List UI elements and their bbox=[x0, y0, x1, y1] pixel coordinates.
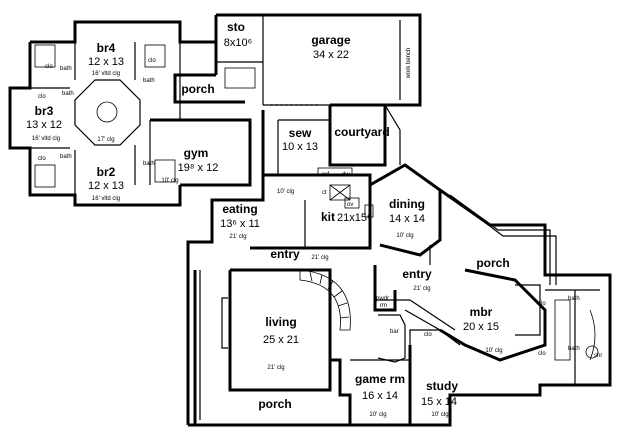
room-eating-ceiling: 21' clg bbox=[229, 234, 246, 240]
room-living-ceiling: 21' clg bbox=[267, 365, 284, 371]
room-gym-name: gym bbox=[184, 146, 209, 160]
clo-label: clo bbox=[38, 94, 46, 100]
room-porch-bottom-name: porch bbox=[258, 397, 291, 411]
bath-label: bath bbox=[60, 66, 72, 72]
room-gym-ceiling: 10' clg bbox=[161, 178, 178, 184]
clo-label: clo bbox=[538, 301, 546, 307]
staircase bbox=[299, 269, 351, 331]
pwdr-label: pwdr bbox=[376, 296, 389, 302]
room-br2-ceiling: 16' vltd clg bbox=[92, 196, 120, 202]
room-garage-name: garage bbox=[311, 33, 351, 47]
room-dining-name: dining bbox=[389, 197, 425, 211]
room-eating-dims: 13⁶ x 11 bbox=[220, 218, 260, 230]
room-kit-dims: 21x15⁶ bbox=[337, 212, 372, 224]
room-br2-dims: 12 x 13 bbox=[88, 180, 124, 192]
room-sew-name: sew bbox=[289, 126, 312, 140]
clo-label: clo bbox=[424, 332, 432, 338]
room-study-name: study bbox=[426, 379, 458, 393]
room-living-name: living bbox=[265, 315, 296, 329]
workbench-label: work bench bbox=[406, 48, 412, 80]
room-mbr-ceiling: 10' clg bbox=[485, 348, 502, 354]
room-sto-name: sto bbox=[227, 20, 245, 34]
room-sto-dims: 8x10⁶ bbox=[224, 37, 252, 49]
clo-label: clo bbox=[538, 351, 546, 357]
ov-label: ov bbox=[347, 202, 353, 208]
dw-label: dw bbox=[342, 172, 350, 178]
room-sew-dims: 10 x 13 bbox=[282, 141, 318, 153]
room-game-dims: 16 x 14 bbox=[362, 390, 398, 402]
room-entry-2-name: entry bbox=[402, 267, 432, 281]
room-study-dims: 15 x 14 bbox=[421, 396, 457, 408]
bath-label: bath bbox=[568, 346, 580, 352]
room-mbr-name: mbr bbox=[470, 305, 493, 319]
kitchen-island bbox=[317, 167, 374, 218]
bathroom-fixtures bbox=[34, 44, 599, 361]
ref-label: ref bbox=[322, 172, 329, 178]
bath-label: bath bbox=[62, 91, 74, 97]
clo-label: clo bbox=[148, 58, 156, 64]
room-br2-name: br2 bbox=[97, 165, 116, 179]
room-dining-ceiling: 10' clg bbox=[396, 233, 413, 239]
room-br3-name: br3 bbox=[35, 104, 54, 118]
room-porch-mid-name: porch bbox=[476, 256, 509, 270]
bath-label: bath bbox=[568, 296, 580, 302]
room-labels: sto 8x10⁶ garage 34 x 22 work bench porc… bbox=[26, 20, 510, 418]
room-entry-2-ceiling: 21' clg bbox=[413, 286, 430, 292]
room-entry-1-ceiling: 21' clg bbox=[311, 255, 328, 261]
room-garage-dims: 34 x 22 bbox=[313, 49, 349, 61]
room-br3-ceiling: 16' vltd clg bbox=[32, 136, 60, 142]
bath-label: bath bbox=[60, 154, 72, 160]
room-game-ceiling: 10' clg bbox=[369, 412, 386, 418]
room-porch-top-name: porch bbox=[181, 82, 214, 96]
room-living-dims: 25 x 21 bbox=[263, 334, 299, 346]
room-br4-dims: 12 x 13 bbox=[88, 56, 124, 68]
room-br4-ceiling: 16' vltd clg bbox=[92, 71, 120, 77]
hub-ceiling: 17' clg bbox=[97, 137, 114, 143]
room-br4-name: br4 bbox=[97, 41, 116, 55]
ct-label: ct bbox=[322, 190, 327, 196]
clo-label: clo bbox=[38, 156, 46, 162]
room-kit-name: kit bbox=[321, 210, 335, 224]
bath-label: bath bbox=[143, 161, 155, 167]
room-dining-dims: 14 x 14 bbox=[389, 213, 425, 225]
clo-label: clo bbox=[45, 64, 53, 70]
annotations: clo bath clo bath clo bath clo bath bath… bbox=[38, 58, 602, 359]
bar-label: bar bbox=[390, 329, 399, 335]
clg-label: 10' clg bbox=[277, 189, 294, 195]
exterior-walls bbox=[8, 13, 612, 427]
rm-label: rm bbox=[380, 303, 387, 309]
room-br3-dims: 13 x 12 bbox=[26, 119, 62, 131]
room-eating-name: eating bbox=[222, 202, 257, 216]
room-mbr-dims: 20 x 15 bbox=[463, 321, 499, 333]
shr-label: shr bbox=[594, 353, 602, 359]
bath-label: bath bbox=[143, 78, 155, 84]
room-entry-1-name: entry bbox=[270, 247, 300, 261]
room-study-ceiling: 10' clg bbox=[431, 412, 448, 418]
room-game-name: game rm bbox=[355, 372, 405, 386]
room-courtyard-name: courtyard bbox=[334, 125, 389, 139]
room-gym-dims: 19⁸ x 12 bbox=[178, 162, 219, 174]
